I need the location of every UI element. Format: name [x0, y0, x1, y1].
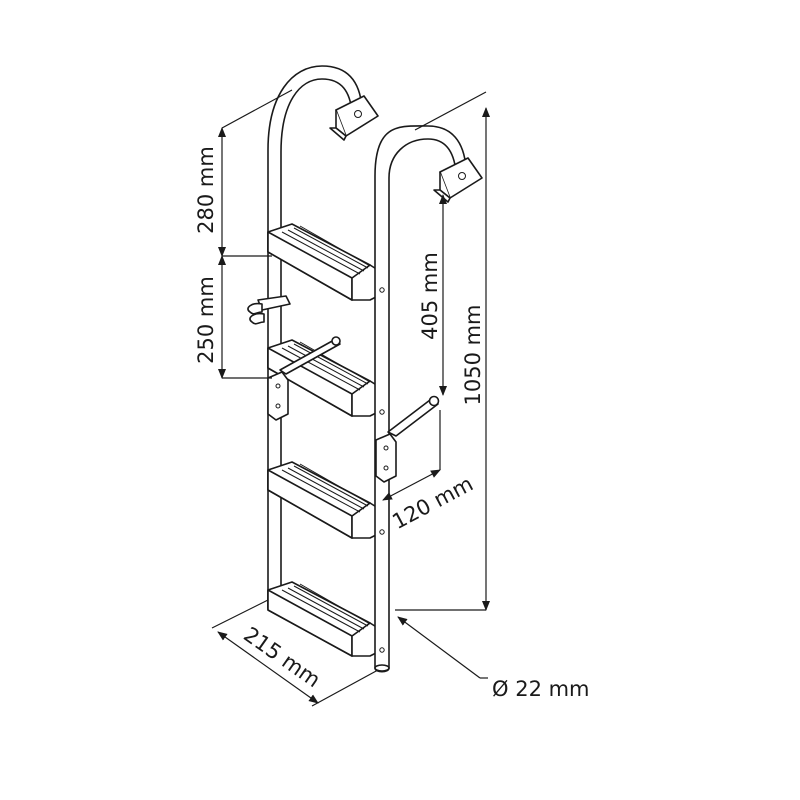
dim-120: 120 mm	[388, 472, 477, 534]
back-rail-clamp	[247, 295, 291, 325]
dim-diameter: Ø 22 mm	[492, 677, 590, 701]
dimension-labels: 280 mm 250 mm 405 mm 1050 mm 120 mm 215 …	[194, 146, 590, 701]
dim-280: 280 mm	[194, 146, 218, 234]
dim-250: 250 mm	[194, 276, 218, 364]
front-hook-bracket	[433, 157, 483, 203]
dim-405: 405 mm	[418, 252, 442, 340]
front-rail	[374, 125, 467, 673]
dim-1050: 1050 mm	[461, 304, 485, 405]
step-1	[267, 223, 379, 301]
back-hook-bracket	[329, 95, 379, 141]
back-standoff	[267, 336, 341, 421]
front-rail-screws	[379, 287, 385, 653]
ladder	[247, 65, 483, 673]
step-3	[267, 461, 379, 539]
step-4	[267, 581, 379, 657]
dimension-lines	[211, 89, 490, 707]
